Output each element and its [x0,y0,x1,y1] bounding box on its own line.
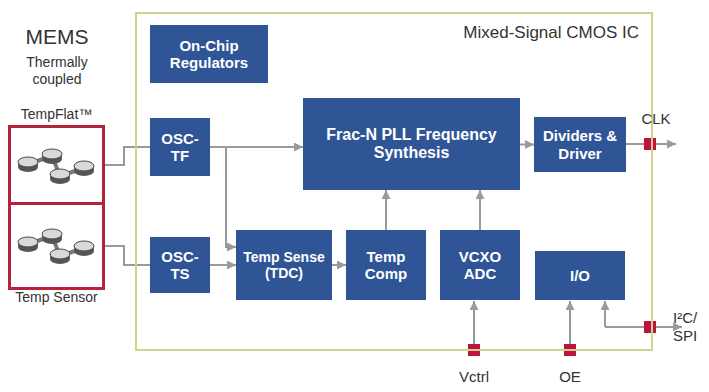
mems-label: TempFlat™ [5,106,108,122]
function-block: On-Chip Regulators [150,25,268,83]
mems-resonator-box: TempFlat™ [8,125,105,205]
signal-connector [385,190,387,230]
signal-connector [520,144,534,146]
pin-name: I²C/ SPI [673,309,706,345]
pin-name: Vctrl [449,368,499,386]
block-label: On-Chip Regulators [155,37,263,72]
block-label: Temp Sense (TDC) [241,249,327,281]
pin-pad [644,138,656,150]
signal-connector [105,147,150,165]
block-label: Dividers & Driver [539,127,621,162]
function-block: VCXO ADC [440,230,520,300]
mems-resonator-box: Temp Sensor [8,202,105,290]
block-label: OSC-TS [155,248,205,283]
io-wire [605,326,682,328]
signal-connector [210,147,236,247]
mems-heading: MEMS [8,24,106,49]
function-block: OSC-TF [150,118,210,176]
ic-outline: Mixed-Signal CMOS IC On-Chip RegulatorsOS… [135,12,653,351]
oe-wire [569,301,571,345]
pin-pad [644,321,656,333]
pin-name: CLK [634,110,678,128]
vctrl-wire [473,301,475,345]
block-label: Frac-N PLL Frequency Synthesis [308,126,515,163]
function-block: Frac-N PLL Frequency Synthesis [303,98,520,190]
function-block: Temp Sense (TDC) [236,230,332,300]
signal-connector [210,264,236,266]
function-block: OSC-TS [150,237,210,293]
mems-resonator-icon [18,229,94,264]
mems-resonator-icon [18,149,94,184]
signal-connector [105,246,150,265]
pin-name: OE [550,368,590,386]
signal-connector [332,264,346,266]
block-label: I/O [570,267,590,284]
block-label: OSC-TF [155,130,205,165]
function-block: Temp Comp [346,230,426,300]
block-label: VCXO ADC [445,248,515,283]
io-wire [604,301,606,327]
function-block: I/O [535,251,625,300]
mems-note: Thermally coupled [14,54,100,88]
function-block: Dividers & Driver [534,117,626,172]
signal-connector [479,190,481,230]
block-label: Temp Comp [351,248,421,283]
mems-label: Temp Sensor [5,289,108,305]
ic-title: Mixed-Signal CMOS IC [463,23,639,43]
